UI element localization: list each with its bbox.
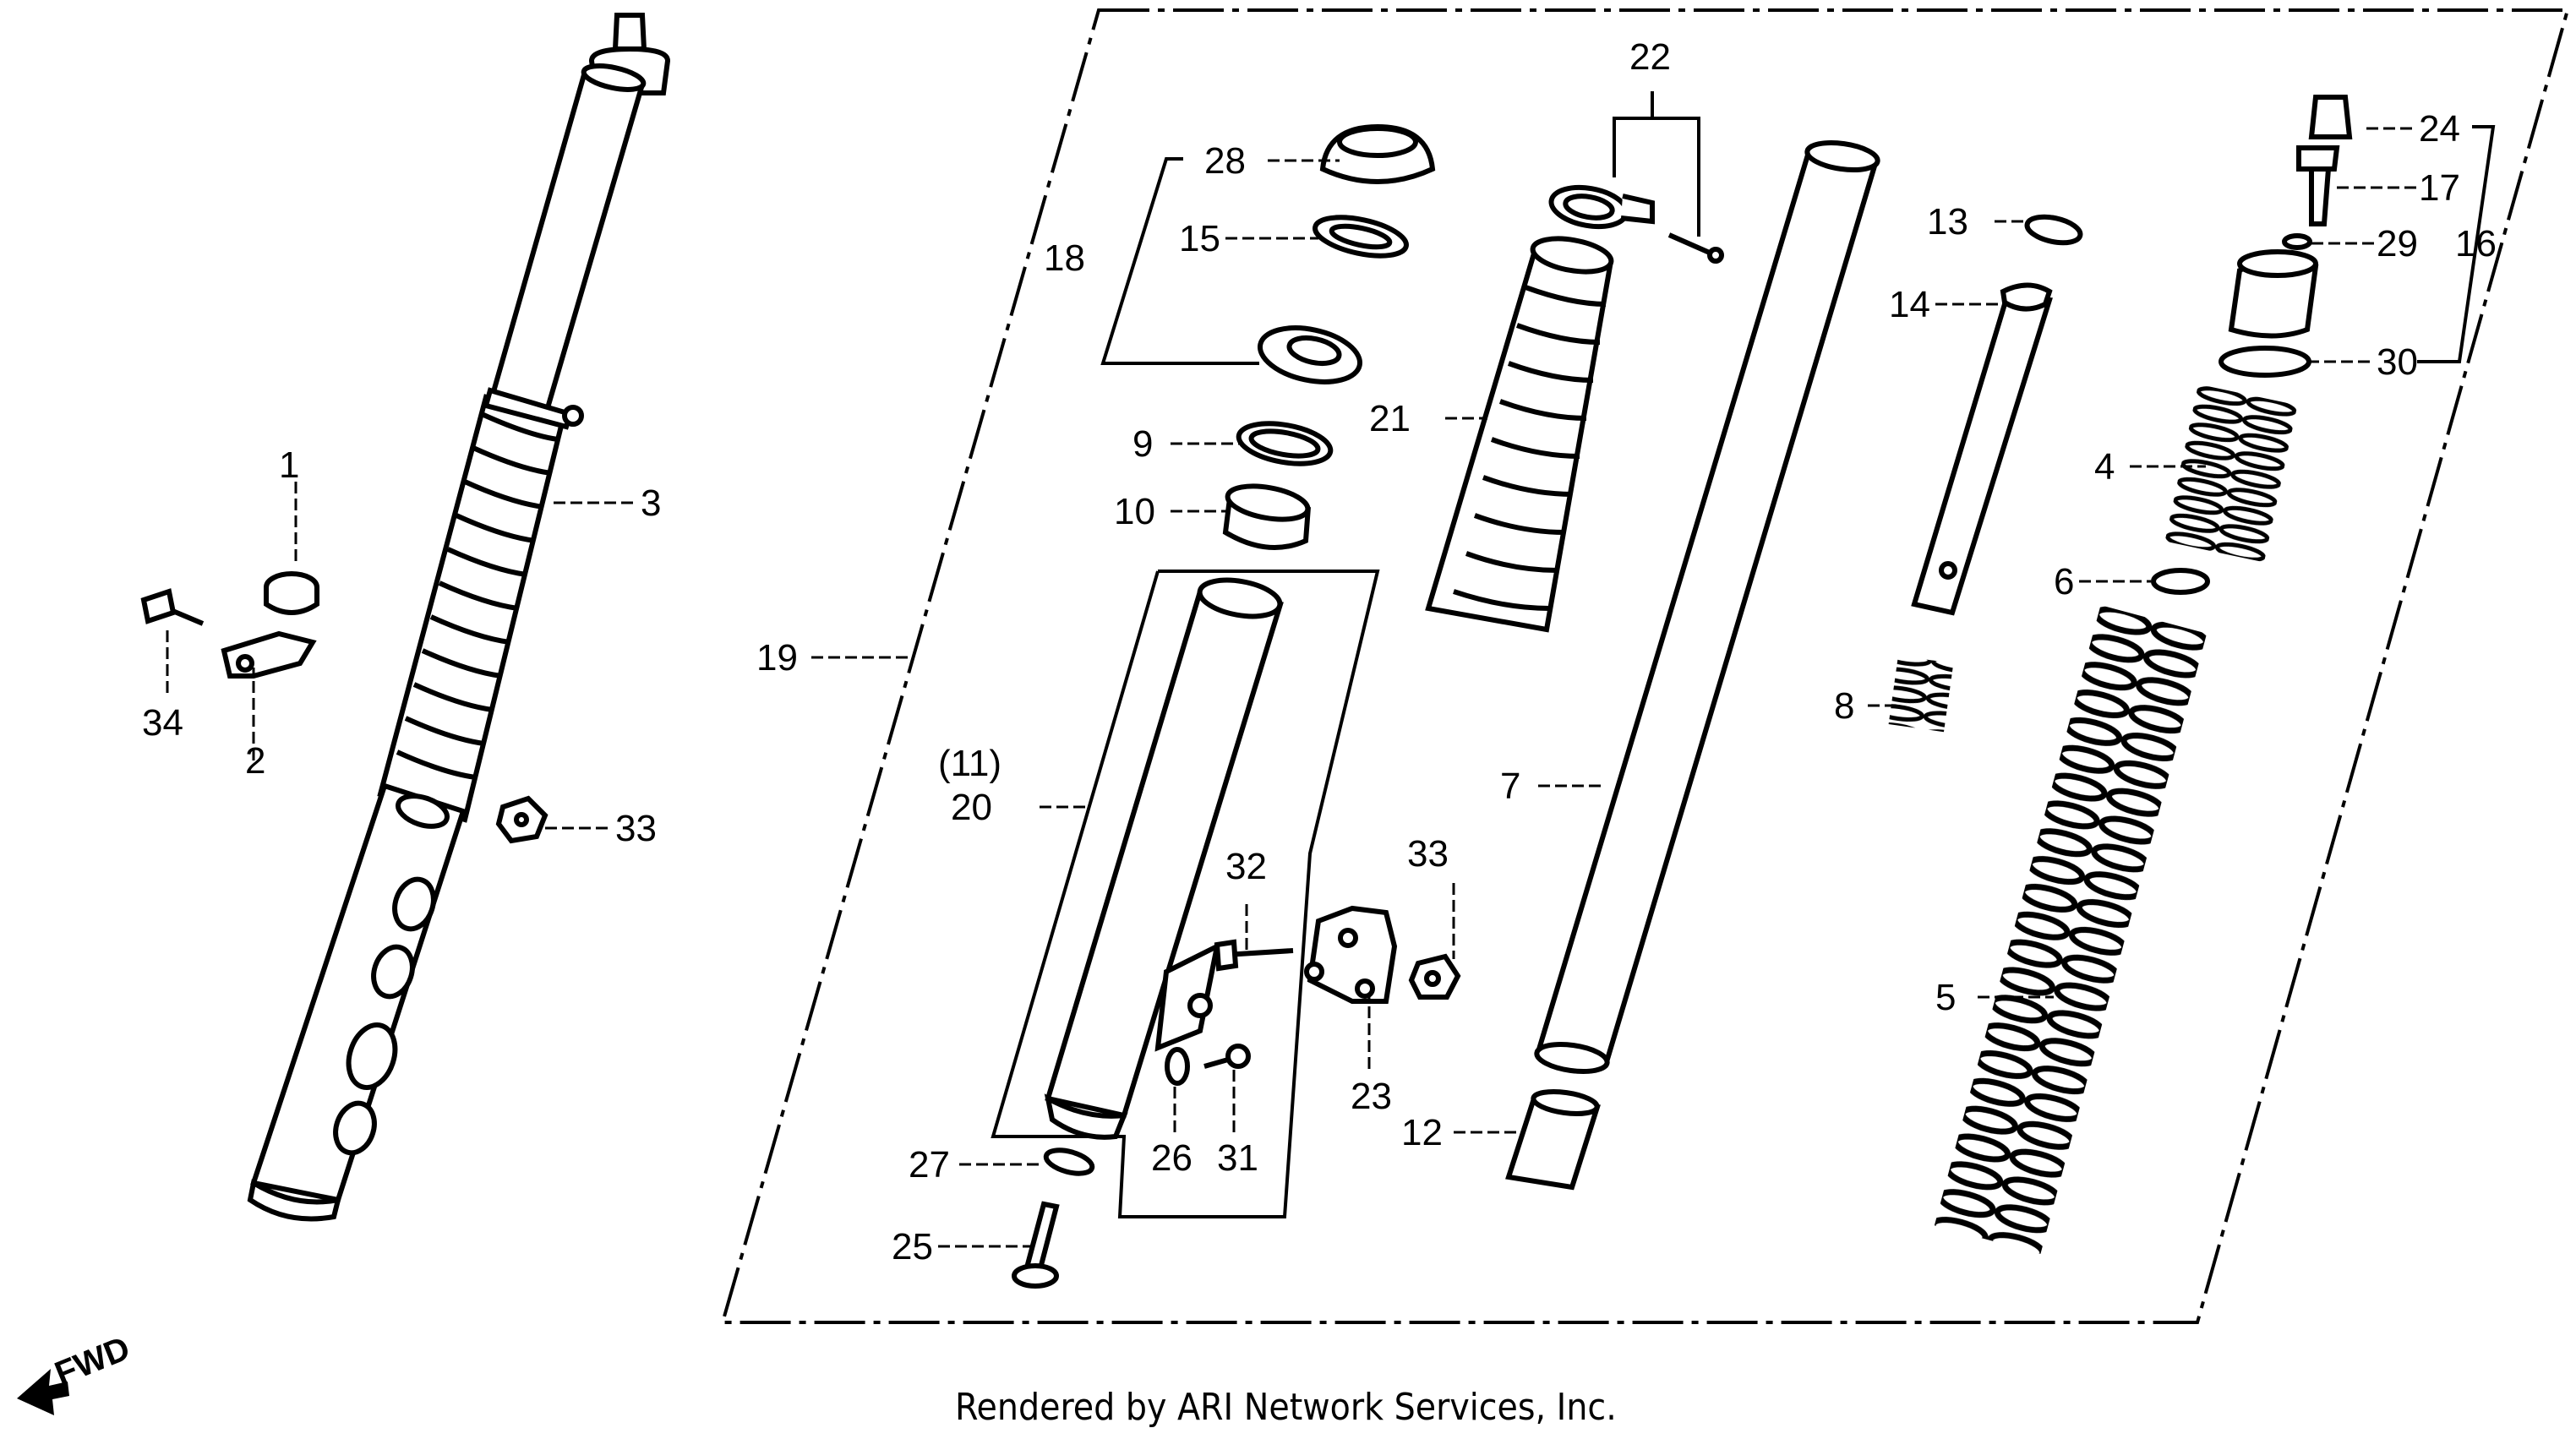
label-9: 9 [1132,423,1153,465]
label-11: (11) [938,743,1001,784]
label-19: 19 [756,637,798,679]
part-33-nut-right [1408,953,1461,1000]
part-14-damper-rod [1911,282,2053,616]
part-10-bushing [1222,483,1311,550]
label-34: 34 [142,702,183,744]
bracket-16 [2417,125,2496,363]
part-23-axle-holder [1304,905,1398,1004]
label-3: 3 [641,482,661,524]
part-29-o-ring [2282,233,2312,250]
label-17: 17 [2419,167,2460,209]
label-7: 7 [1500,766,1520,807]
part-25-bolt [1012,1201,1060,1289]
part-28-dust-seal [1319,123,1436,184]
part-2-clamp [221,630,317,679]
label-15: 15 [1179,218,1220,259]
part-24-cap [2308,95,2353,139]
assembly-frame [720,8,2570,1324]
part-15-clip [1313,215,1409,259]
part-33-nut-left [495,795,548,844]
part-30-o-ring [2219,346,2311,378]
part-17-valve [2296,145,2340,226]
label-20: 20 [951,787,992,828]
part-18-oil-seal [1257,325,1363,384]
label-25: 25 [892,1226,933,1267]
part-34-bolt [140,588,205,626]
part-4-spacer-spring [2164,384,2298,563]
label-1: 1 [279,444,299,486]
part-9-washer [1236,421,1334,466]
label-4: 4 [2094,446,2115,488]
part-6-seat [2151,568,2210,595]
label-28: 28 [1204,140,1246,182]
label-13: 13 [1927,201,1968,243]
part-22-clamp [1548,184,1724,264]
label-5: 5 [1935,977,1956,1018]
assembled-fork [247,13,671,1222]
label-6: 6 [2054,561,2074,602]
part-8-rebound-spring [1888,655,1954,733]
label-10: 10 [1114,491,1155,532]
fwd-arrow-icon [17,1369,69,1415]
label-31: 31 [1217,1137,1258,1179]
bracket-11 [991,570,1380,1218]
part-7-fork-tube [1534,140,1880,1074]
part-13-circlip [2024,214,2083,246]
label-22: 22 [1629,36,1671,78]
fwd-label: FWD [50,1329,135,1393]
label-8: 8 [1834,685,1854,727]
label-29: 29 [2377,223,2418,264]
label-32: 32 [1225,846,1267,887]
label-18: 18 [1044,237,1085,279]
part-12-bushing [1505,1088,1601,1191]
part-27-washer [1043,1147,1095,1176]
bracket-18 [1100,157,1259,365]
label-26: 26 [1151,1137,1192,1179]
label-2: 2 [245,740,265,782]
part-16-fork-cap [2228,249,2319,339]
label-27: 27 [909,1144,950,1186]
label-24: 24 [2419,108,2460,150]
part-5-main-spring [1934,605,2208,1254]
part-21-fork-boot [1425,236,1614,633]
label-12: 12 [1401,1112,1443,1153]
label-33-right: 33 [1407,833,1449,875]
bracket-22 [1613,91,1700,237]
label-14: 14 [1889,284,1930,325]
label-33-left: 33 [615,808,657,849]
part-32-bolt [1214,939,1294,972]
label-23: 23 [1351,1076,1392,1117]
part-31-bolt [1203,1044,1251,1069]
part-20-fork-slider [1044,577,1284,1140]
footer-credit: Rendered by ARI Network Services, Inc. [955,1386,1617,1429]
part-1-grommet [264,571,319,615]
label-21: 21 [1369,398,1411,439]
part-26-washer [1165,1047,1190,1086]
label-16: 16 [2455,223,2497,264]
label-30: 30 [2377,341,2418,383]
